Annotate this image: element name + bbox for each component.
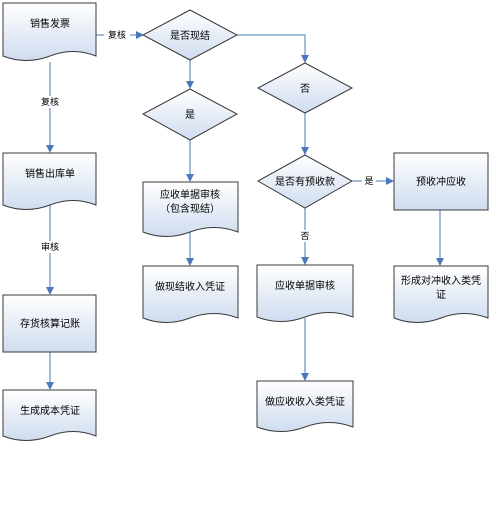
yes-diamond-label: 是 <box>185 109 195 121</box>
inventory-accounting-label: 存货核算记账 <box>20 317 80 330</box>
cash-settlement-voucher-label: 做现结收入凭证 <box>155 280 225 293</box>
edge-label-prepay-no: 否 <box>300 231 309 242</box>
generate-cost-voucher-shape <box>2 389 97 441</box>
sales-outbound-label: 销售出库单 <box>25 167 75 180</box>
no-diamond <box>256 62 354 114</box>
inventory-accounting-shape <box>2 294 97 353</box>
edge-label-invoice-to-outbound: 复核 <box>41 96 59 108</box>
has-prepayment-label: 是否有预收款 <box>275 175 335 188</box>
offset-voucher-shape <box>393 265 489 323</box>
ar-income-voucher-label: 做应收收入类凭证 <box>265 395 345 408</box>
sales-outbound-shape <box>2 152 97 210</box>
ar-review-label: 应收单据审核 <box>275 279 335 292</box>
offset-voucher-label-line2: 证 <box>436 289 446 301</box>
edge-decision-to-no <box>237 34 309 63</box>
edge-label-outbound-to-inventory: 审核 <box>41 241 59 253</box>
generate-cost-voucher-label: 生成成本凭证 <box>20 404 80 417</box>
yes-diamond <box>141 88 239 141</box>
prepayment-offset-label: 预收冲应收 <box>416 175 466 188</box>
edge-label-invoice-to-decision: 复核 <box>108 29 126 41</box>
ar-review-cash-label-line2: （包含现结） <box>160 202 220 215</box>
ar-review-shape <box>256 264 354 322</box>
is-cash-settlement-diamond <box>141 9 239 61</box>
ar-income-voucher-shape <box>256 380 354 432</box>
ar-review-cash-shape <box>142 181 239 237</box>
ar-review-cash-label-line1: 应收单据审核 <box>160 188 220 201</box>
offset-voucher-label-line1: 形成对冲收入类凭 <box>401 274 481 287</box>
is-cash-settlement-label: 是否现结 <box>170 29 210 42</box>
cash-settlement-voucher-shape <box>142 265 239 323</box>
no-diamond-label: 否 <box>300 83 310 95</box>
sales-invoice-label: 销售发票 <box>30 17 70 30</box>
edge-label-prepay-yes: 是 <box>364 176 373 187</box>
sales-invoice-shape <box>2 2 97 61</box>
prepayment-offset-shape <box>393 152 489 211</box>
has-prepayment-diamond <box>256 154 354 209</box>
